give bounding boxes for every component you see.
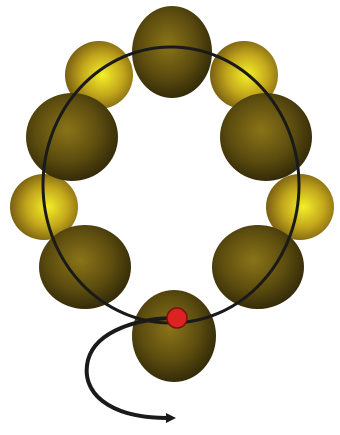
bead-bottom — [132, 290, 216, 382]
bead-mid-left-upper — [26, 93, 118, 181]
start-marker-dot — [167, 308, 187, 328]
